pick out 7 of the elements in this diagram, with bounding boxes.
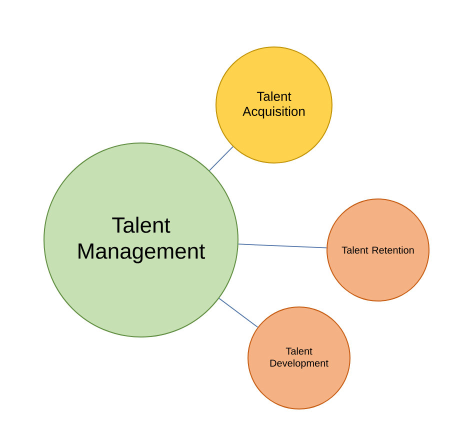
connector-line bbox=[208, 146, 234, 171]
connector-line bbox=[218, 298, 258, 328]
circle-node: Talent Development bbox=[248, 306, 350, 410]
circle-node: Talent Management bbox=[44, 142, 238, 338]
circle-node: Talent Acquisition bbox=[216, 46, 332, 164]
connector-line bbox=[238, 244, 327, 248]
circle-node: Talent Retention bbox=[326, 198, 430, 302]
